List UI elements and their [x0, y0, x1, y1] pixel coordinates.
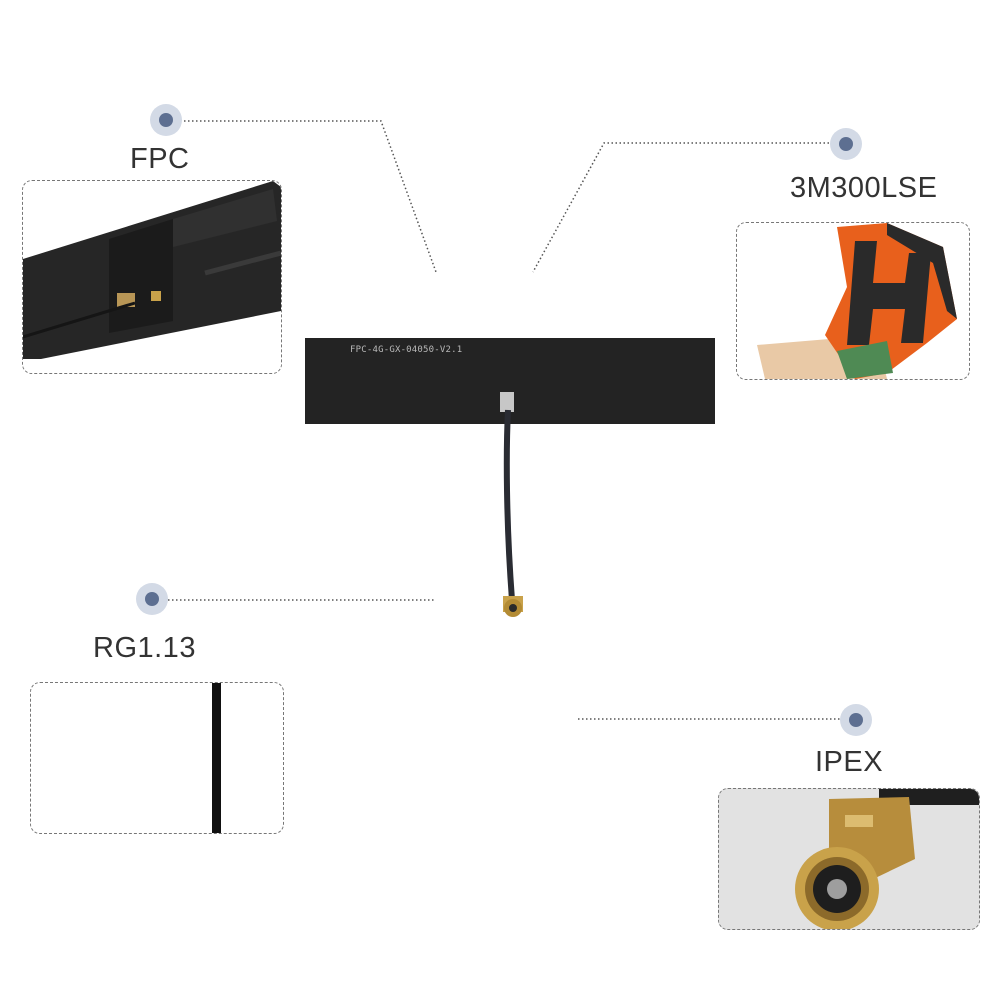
cable-label: RG1.13: [93, 632, 196, 664]
adhesive-closeup-image: [757, 223, 957, 379]
connector-closeup-image: [719, 789, 979, 929]
connector-detail-panel: [718, 788, 980, 930]
adhesive-detail-panel: [736, 222, 970, 380]
fpc-detail-panel: [22, 180, 282, 374]
adhesive-label: 3M300LSE: [790, 172, 938, 204]
connector-callout-dot: [840, 704, 872, 736]
fpc-leader-line: [176, 120, 437, 273]
antenna-cable: [503, 409, 515, 601]
antenna-board-text: FPC-4G-GX-04050-V2.1: [350, 345, 463, 355]
fpc-label: FPC: [130, 143, 190, 175]
adhesive-callout-dot: [830, 128, 862, 160]
fpc-callout-dot: [150, 104, 182, 136]
fpc-closeup-image: [23, 181, 281, 373]
cable-closeup-image: [212, 683, 221, 833]
cable-callout-dot: [136, 583, 168, 615]
adhesive-leader-line: [532, 142, 833, 273]
cable-detail-panel: [30, 682, 284, 834]
connector-label: IPEX: [815, 746, 884, 778]
board-solder-pad: [500, 392, 514, 412]
